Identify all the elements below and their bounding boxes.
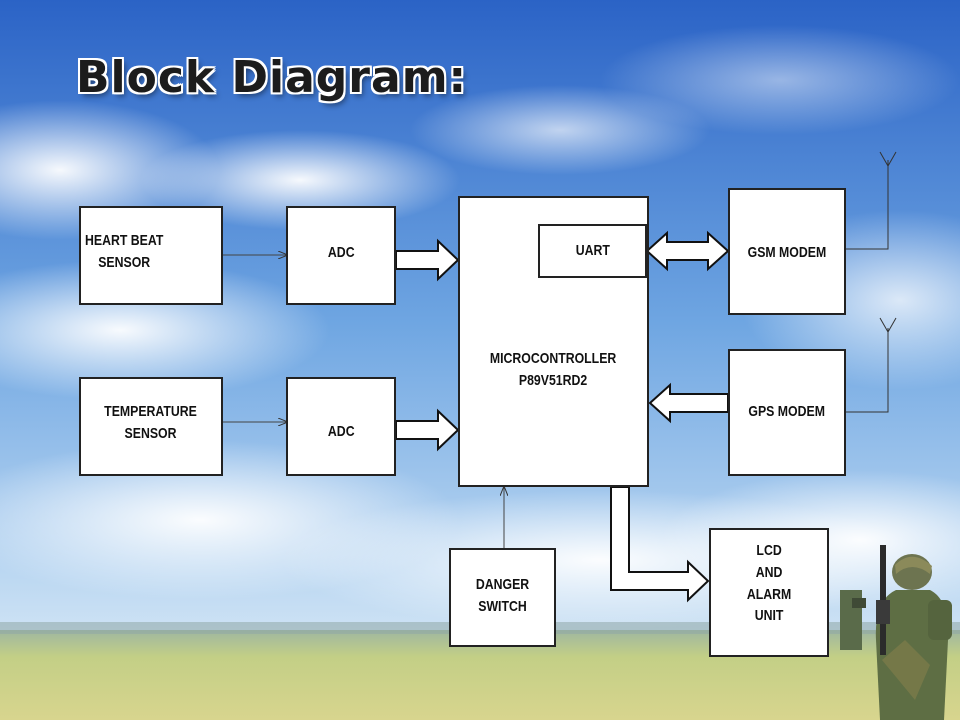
microcontroller-label: MICROCONTROLLER: [490, 350, 617, 367]
adc-block-1: ADC: [286, 206, 396, 305]
gps-modem-block: GPS MODEM: [728, 349, 846, 476]
uart-block: UART: [538, 224, 647, 278]
uart-label: UART: [575, 242, 610, 260]
heart-beat-sensor-block: HEART BEAT SENSOR: [79, 206, 223, 305]
antenna-icon: [846, 151, 897, 250]
adc-label-1: ADC: [327, 244, 355, 261]
gsm-modem-block: GSM MODEM: [728, 188, 846, 315]
heart-beat-sensor-label: HEART BEAT SENSOR: [85, 232, 164, 271]
uart-gsm-bidirectional-arrow: [645, 230, 730, 272]
slide-title: Block Diagram:: [76, 52, 468, 103]
gsm-modem-label: GSM MODEM: [747, 244, 827, 261]
soldier-photo: [840, 545, 952, 720]
lcd-alarm-unit-label: LCD AND ALARM UNIT: [746, 542, 792, 625]
gps-to-mcu-arrow: [648, 382, 729, 424]
temperature-sensor-block: TEMPERATURE SENSOR: [79, 377, 223, 476]
mcu-to-lcd-arrow: [610, 486, 710, 603]
antenna-icon: [846, 317, 897, 413]
danger-switch-label: DANGER SWITCH: [475, 576, 530, 615]
danger-switch-block: DANGER SWITCH: [449, 548, 556, 647]
lcd-alarm-unit-block: LCD AND ALARM UNIT: [709, 528, 829, 657]
temperature-sensor-label: TEMPERATURE SENSOR: [104, 403, 198, 442]
adc-block-2: ADC: [286, 377, 396, 476]
microcontroller-model-label: P89V51RD2: [519, 371, 588, 389]
adc-label-2: ADC: [327, 423, 355, 440]
adc2-to-mcu-arrow: [395, 408, 460, 452]
adc1-to-mcu-arrow: [395, 238, 460, 282]
gps-modem-label: GPS MODEM: [748, 403, 826, 420]
